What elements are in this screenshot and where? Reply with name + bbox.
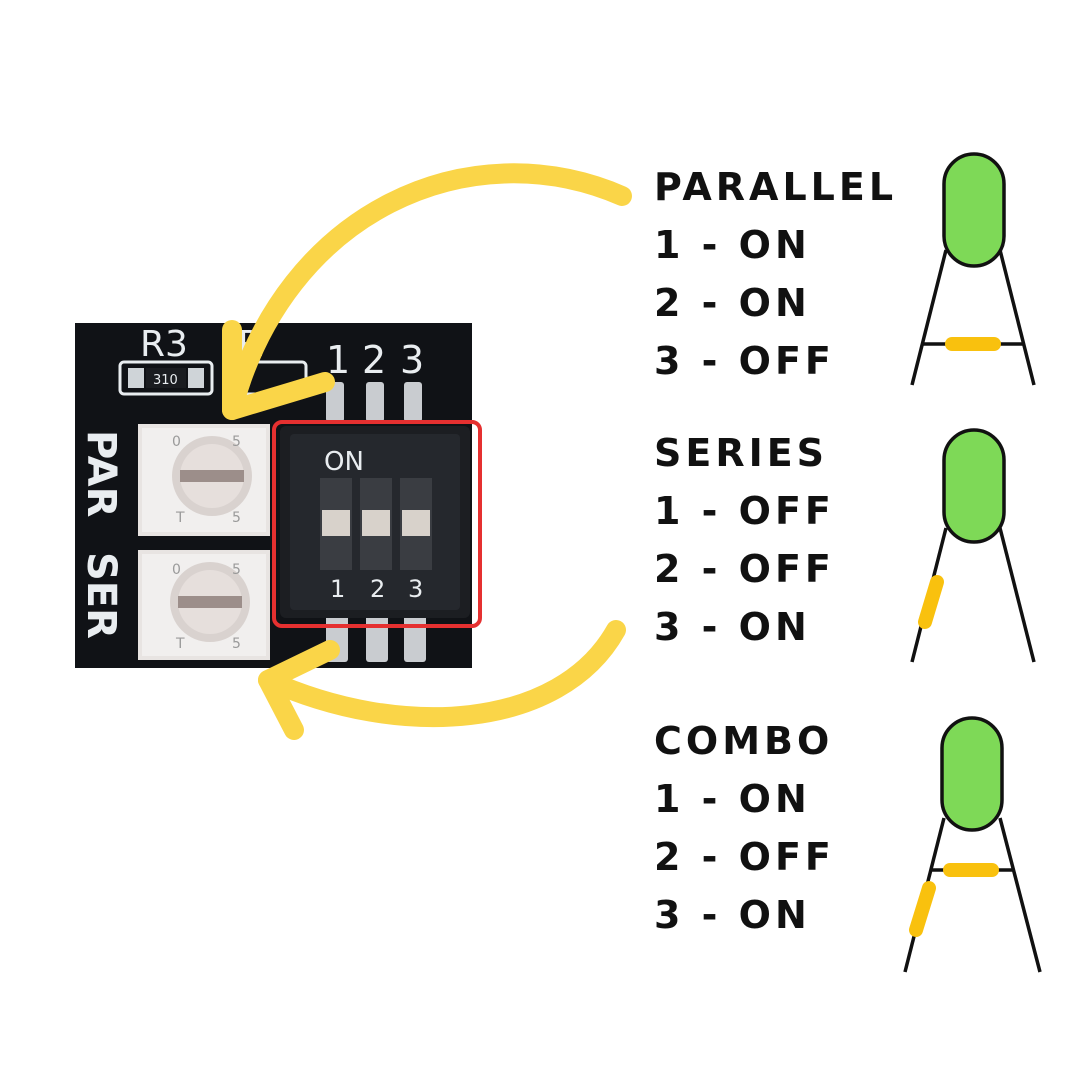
smd-code: 310 [153,373,178,388]
led-combo-icon [903,716,1042,973]
pcb-photo: R3 R 310 1 2 3 PAR SER [75,323,482,668]
mode-combo: COMBO 1 - ON 2 - OFF 3 - ON [654,719,835,937]
smd-resistor: 310 [118,360,214,396]
led-parallel-icon [910,152,1036,386]
pot-mark-0-b: 0 [172,562,181,578]
dip-highlight-box [272,420,482,628]
pot-mark-t-b: T [175,636,185,652]
mode-series: SERIES 1 - OFF 2 - OFF 3 - ON [654,431,835,649]
trim-pot-series: 0 5 T 5 [138,550,270,660]
led-body [942,152,1006,268]
resistor-icon [918,575,944,629]
mode-line: 3 - ON [654,893,811,937]
arrow-parallel-head [222,320,335,420]
pin-label-2: 2 [362,338,386,382]
mode-title: SERIES [654,431,828,475]
arrows [222,163,632,740]
mode-title: COMBO [654,719,833,763]
mode-line: 2 - OFF [654,835,835,879]
pot-mark-0: 0 [172,434,181,450]
mode-line: 2 - ON [654,281,811,325]
arrow-series-head [258,640,340,740]
mode-line: 1 - ON [654,223,811,267]
mode-parallel: PARALLEL 1 - ON 2 - ON 3 - OFF [654,165,897,383]
dip-pins-top [326,382,422,422]
dip-number-2: 2 [370,575,385,603]
trim-pot-parallel: 0 5 T 5 [138,424,270,536]
side-label-par: PAR [78,430,124,517]
led-body [940,716,1004,832]
dip-toggle-2 [360,478,392,570]
pot-mark-5a-b: 5 [232,562,241,578]
pin-label-3: 3 [400,338,424,382]
dip-toggle-1 [320,478,352,570]
resistor-icon [909,881,936,937]
pot-mark-5b-b: 5 [232,636,241,652]
arrow-parallel [222,163,632,420]
mode-line: 3 - OFF [654,339,835,383]
dip-toggle-3 [400,478,432,570]
pot-mark-5b: 5 [232,510,241,526]
mode-line: 3 - ON [654,605,811,649]
mode-line: 1 - ON [654,777,811,821]
resistor-label-r3: R3 [140,324,188,365]
arrow-series [258,620,626,727]
dip-number-3: 3 [408,575,423,603]
dip-switch: ON 1 2 3 [280,426,470,618]
side-label-ser: SER [78,552,124,639]
pot-mark-t: T [175,510,185,526]
led-series-icon [910,428,1036,663]
led-body [942,428,1006,544]
dip-on-label: ON [324,447,364,477]
dip-number-1: 1 [330,575,345,603]
mode-line: 1 - OFF [654,489,835,533]
mode-title: PARALLEL [654,165,897,209]
pot-mark-5a: 5 [232,434,241,450]
mode-line: 2 - OFF [654,547,835,591]
